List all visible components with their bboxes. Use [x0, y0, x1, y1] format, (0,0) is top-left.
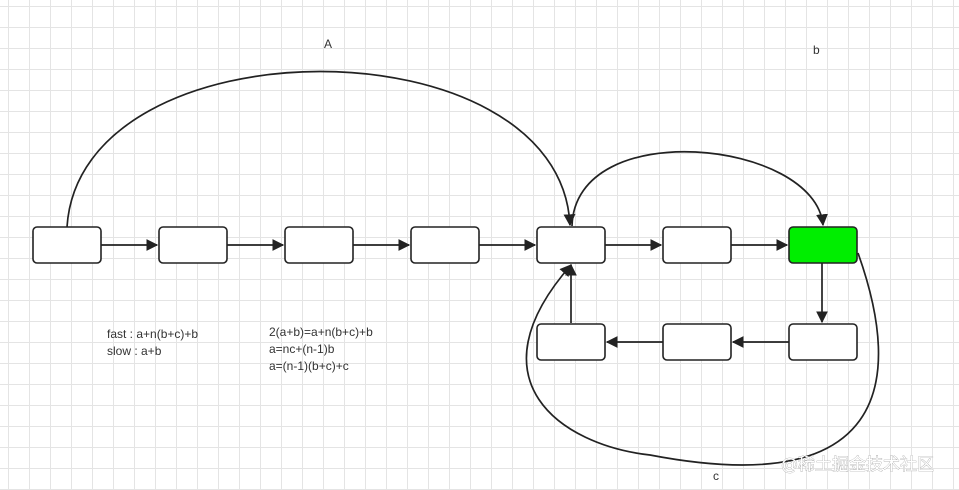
arc-a — [66, 70, 576, 228]
label-b: b — [813, 43, 820, 57]
formula-equation-1: 2(a+b)=a+n(b+c)+b — [269, 325, 373, 339]
label-a: A — [324, 37, 332, 51]
cycle-node-bottom-right — [788, 323, 858, 361]
list-node-meeting — [788, 226, 858, 264]
arc-c — [525, 252, 880, 466]
list-node-entry — [536, 226, 606, 264]
watermark-text: @稀土掘金技术社区 — [781, 455, 934, 475]
arc-b — [571, 150, 828, 227]
list-node-3 — [284, 226, 354, 264]
label-c: c — [713, 469, 719, 483]
cycle-node-bottom-left — [536, 323, 606, 361]
formula-slow: slow : a+b — [107, 344, 162, 358]
cycle-node-bottom-mid — [662, 323, 732, 361]
formula-fast: fast : a+n(b+c)+b — [107, 327, 198, 341]
list-node-2 — [158, 226, 228, 264]
list-node-1 — [32, 226, 102, 264]
formula-equation-2: a=nc+(n-1)b — [269, 342, 335, 356]
list-node-6 — [662, 226, 732, 264]
list-node-4 — [410, 226, 480, 264]
formula-equation-3: a=(n-1)(b+c)+c — [269, 359, 349, 373]
